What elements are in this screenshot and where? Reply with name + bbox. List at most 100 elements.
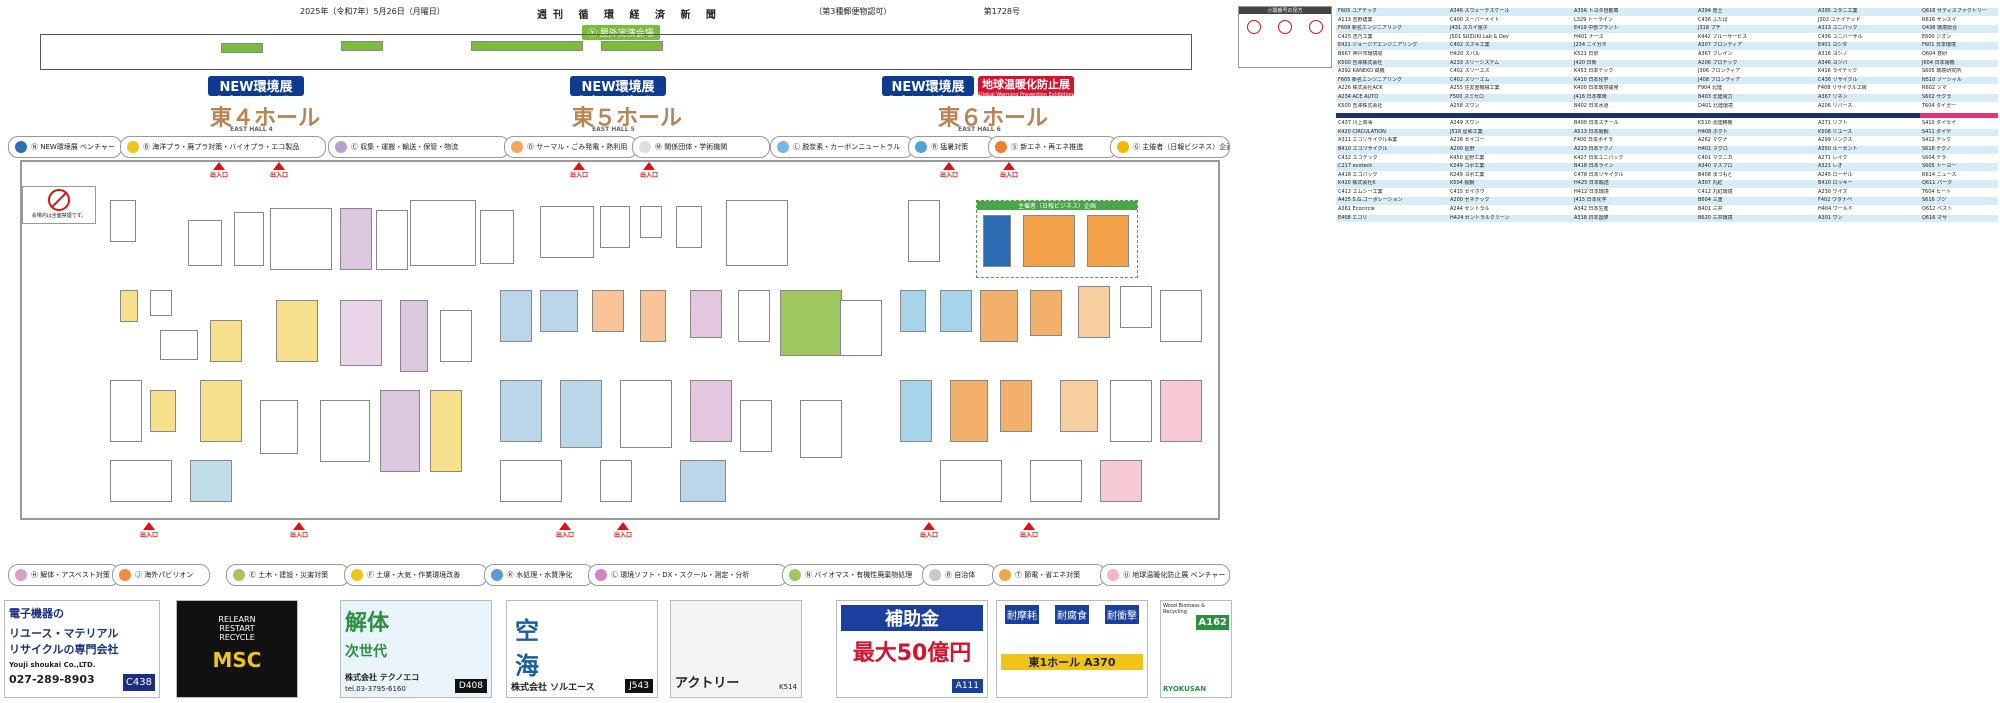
- booth[interactable]: [940, 460, 1002, 502]
- ad-technoeco[interactable]: 解体 次世代 株式会社 テクノエコ tel.03-3795-6160 D408: [340, 600, 492, 698]
- booth[interactable]: [540, 290, 578, 332]
- booth[interactable]: [600, 460, 632, 502]
- index-entry[interactable]: H401 ナース: [1572, 34, 1696, 43]
- index-entry[interactable]: A245 ローヤル: [1816, 172, 1940, 181]
- index-entry[interactable]: K504 製鋼: [1448, 180, 1572, 189]
- booth[interactable]: [340, 300, 382, 366]
- index-entry[interactable]: Q438 環境総合: [1920, 25, 1998, 34]
- index-entry[interactable]: R616 サンスイ: [1920, 17, 1998, 26]
- index-entry[interactable]: K249 ヨボ工業: [1448, 172, 1572, 181]
- zone-organizer[interactable]: Ⓖ 主催者（日報ビジネス）企画: [1110, 136, 1230, 158]
- index-entry[interactable]: E419 中部プラント: [1572, 25, 1696, 34]
- index-entry[interactable]: H408 ホクト: [1696, 128, 1820, 138]
- index-entry[interactable]: C402 スズキ工業: [1448, 42, 1572, 51]
- index-entry[interactable]: S604 テラ: [1920, 155, 1998, 164]
- booth[interactable]: [110, 200, 136, 242]
- index-entry[interactable]: J302 ユナイテッド: [1816, 17, 1940, 26]
- index-entry[interactable]: A316 ヨシノ: [1816, 51, 1940, 60]
- index-entry[interactable]: A262 マグナ: [1696, 137, 1820, 146]
- booth[interactable]: [1160, 380, 1202, 442]
- index-entry[interactable]: K500 吉澤株式会社: [1336, 59, 1460, 69]
- booth[interactable]: [560, 380, 602, 448]
- index-entry[interactable]: C400 スーパーメイト: [1448, 17, 1572, 26]
- index-entry[interactable]: Q612 ベスト: [1920, 206, 1998, 215]
- booth[interactable]: [780, 290, 842, 356]
- index-entry[interactable]: A216 セイコー: [1448, 137, 1572, 146]
- index-entry[interactable]: A346 スウェーデスケール: [1448, 8, 1572, 17]
- booth[interactable]: [1060, 380, 1098, 432]
- outdoor-booth[interactable]: [471, 41, 583, 51]
- index-entry[interactable]: A311 エコリサイクル事業: [1336, 137, 1460, 146]
- zone-civil[interactable]: Ⓔ 土木・建設・災害対策: [226, 564, 350, 586]
- booth[interactable]: [592, 290, 624, 332]
- booth[interactable]: [210, 320, 242, 362]
- index-entry[interactable]: A234 ACE AUTO: [1336, 93, 1460, 103]
- index-entry[interactable]: J501 SUZUKI Lab & Dev: [1448, 34, 1572, 43]
- index-entry[interactable]: C432 エコテック: [1336, 155, 1460, 164]
- index-entry[interactable]: E421 ジョージアエンジニアリング: [1336, 42, 1460, 51]
- index-entry[interactable]: K400 日本環境開発: [1572, 85, 1696, 94]
- index-entry[interactable]: J416 日本車両: [1572, 93, 1696, 103]
- zone-overseas[interactable]: Ⓙ 海外パビリオン: [112, 564, 210, 586]
- index-entry[interactable]: B604 三重: [1696, 197, 1820, 207]
- index-entry[interactable]: B410 エコリサイクル: [1336, 145, 1460, 155]
- index-entry[interactable]: J415 日本化学: [1572, 197, 1696, 207]
- booth[interactable]: [940, 290, 972, 332]
- ad-actree[interactable]: アクトリー K514: [670, 600, 802, 698]
- ad-msc[interactable]: RELEARN RESTART RECYCLE MSC: [176, 600, 298, 698]
- index-entry[interactable]: S605 環境研究所: [1920, 68, 1998, 77]
- index-entry[interactable]: F608 新名エンジニアリング: [1336, 25, 1460, 34]
- booth[interactable]: [900, 380, 932, 442]
- index-entry[interactable]: H425 日本輸送: [1572, 180, 1696, 189]
- booth[interactable]: [738, 290, 770, 342]
- index-entry[interactable]: A299 リンクス: [1816, 137, 1940, 146]
- index-entry[interactable]: C217 ecoteck: [1336, 163, 1460, 172]
- index-entry[interactable]: A249 スワン: [1448, 120, 1572, 129]
- index-entry[interactable]: S411 ダイヤ: [1920, 128, 1998, 138]
- index-entry[interactable]: H404 ワールド: [1816, 206, 1940, 215]
- index-entry[interactable]: A226 株式会社ACK: [1336, 85, 1460, 94]
- booth[interactable]: [1000, 380, 1032, 432]
- booth[interactable]: [1087, 215, 1129, 267]
- index-entry[interactable]: K508 リユース: [1816, 128, 1940, 138]
- index-entry[interactable]: K500 吉澤株式会社: [1336, 103, 1460, 112]
- index-entry[interactable]: J604 日本電機: [1920, 59, 1998, 69]
- index-entry[interactable]: A307 丸紅: [1696, 180, 1820, 189]
- index-entry[interactable]: K510 北陸精機: [1696, 120, 1820, 129]
- index-entry[interactable]: K453 日本テック: [1572, 68, 1696, 77]
- booth[interactable]: [800, 400, 842, 458]
- booth[interactable]: [680, 460, 726, 502]
- index-entry[interactable]: K249 コボ工業: [1448, 163, 1572, 172]
- booth[interactable]: [676, 206, 702, 248]
- index-entry[interactable]: F400 日本ボイラ: [1572, 137, 1696, 146]
- index-entry[interactable]: F601 日本環境: [1920, 42, 1998, 51]
- zone-renewable[interactable]: Ⓢ 新エネ・再エネ推進: [988, 136, 1118, 158]
- index-entry[interactable]: A350 ルーセント: [1816, 145, 1940, 155]
- index-entry[interactable]: B401 三井: [1696, 206, 1820, 215]
- index-entry[interactable]: T604 タイガー: [1920, 103, 1998, 112]
- booth[interactable]: [276, 300, 318, 362]
- index-entry[interactable]: K416 ライテック: [1816, 68, 1940, 77]
- zone-demolition[interactable]: Ⓗ 解体・アスベスト対策: [8, 564, 120, 586]
- booth[interactable]: [270, 208, 332, 270]
- booth[interactable]: [1030, 290, 1062, 336]
- booth[interactable]: [1078, 286, 1110, 338]
- booth[interactable]: [500, 460, 562, 502]
- index-entry[interactable]: A244 セントラル: [1448, 206, 1572, 215]
- index-entry[interactable]: D401 北陸環境: [1696, 103, 1820, 112]
- index-entry[interactable]: C425 吉乃工業: [1336, 34, 1460, 43]
- index-entry[interactable]: K427 日本ユニパック: [1572, 155, 1696, 164]
- booth[interactable]: [188, 220, 222, 266]
- index-entry[interactable]: A230 ワイズ: [1816, 189, 1940, 198]
- booth[interactable]: [400, 300, 428, 372]
- index-entry[interactable]: S410 ダイセイ: [1920, 120, 1998, 129]
- booth[interactable]: [320, 400, 370, 462]
- booth[interactable]: [430, 390, 462, 472]
- index-entry[interactable]: T604 ヒート: [1920, 189, 1998, 198]
- index-entry[interactable]: B410 ロッキー: [1816, 180, 1940, 189]
- index-entry[interactable]: A318 日本国際: [1572, 214, 1696, 224]
- index-entry[interactable]: F500 スミセロ: [1448, 93, 1572, 103]
- booth[interactable]: [690, 290, 722, 338]
- index-entry[interactable]: H420 スバル: [1448, 51, 1572, 60]
- booth[interactable]: [120, 290, 138, 322]
